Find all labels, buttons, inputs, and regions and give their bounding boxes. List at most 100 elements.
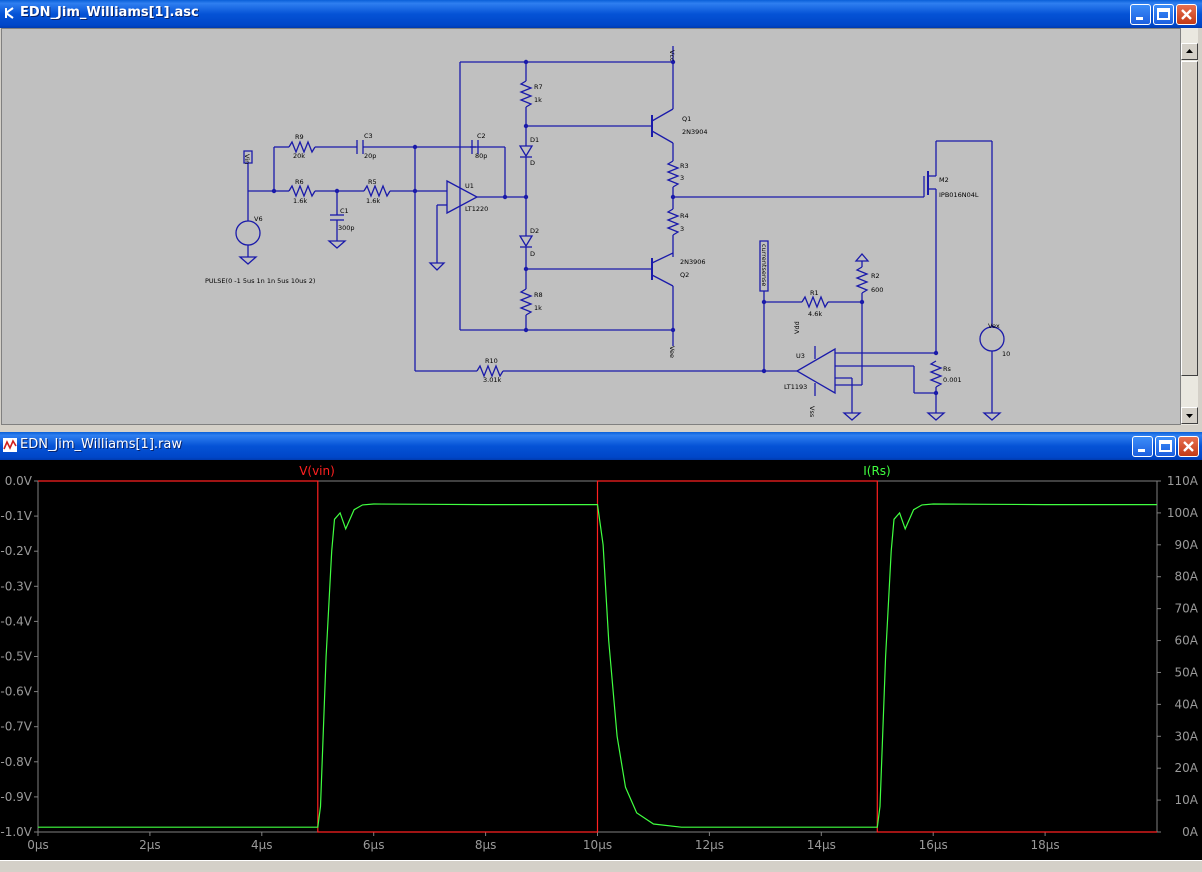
y-right-tick-label: 0A [1182, 825, 1199, 839]
series-line-vin [38, 480, 1157, 833]
waveform-app-icon [3, 438, 17, 452]
y-left-tick-label: -0.5V [0, 650, 32, 664]
m2-label: M2 [939, 176, 949, 184]
r7-resistor [519, 80, 533, 108]
r4-resistor [666, 208, 680, 236]
rs-resistor [929, 360, 943, 388]
waveform-minimize-button[interactable] [1132, 436, 1153, 457]
scroll-down-button[interactable] [1181, 407, 1198, 424]
r5-value: 1.6k [366, 197, 380, 205]
q1-label: Q1 [682, 115, 691, 123]
schematic-drawing: Vcc Vee Vdd Vss Vin Vex currentsense R9 … [205, 46, 1010, 421]
x-tick-label: 18µs [1031, 838, 1060, 852]
y-right-tick-label: 70A [1175, 602, 1199, 616]
series-line-irs [38, 503, 1157, 828]
r3-label: R3 [680, 162, 689, 170]
y-right-tick-label: 10A [1175, 793, 1199, 807]
x-tick-label: 4µs [251, 838, 273, 852]
schematic-vertical-scrollbar[interactable] [1181, 28, 1198, 425]
y-left-tick-label: -0.6V [0, 685, 32, 699]
y-left-tick-label: -0.2V [0, 544, 32, 558]
close-button[interactable] [1176, 4, 1197, 25]
r10-label: R10 [485, 357, 498, 365]
waveform-titlebar[interactable]: EDN_Jim_Williams[1].raw [0, 432, 1202, 460]
r4-label: R4 [680, 212, 689, 220]
waveform-window-title: EDN_Jim_Williams[1].raw [20, 437, 182, 452]
y-right-tick-label: 110A [1167, 474, 1199, 488]
legend-irs: I(Rs) [863, 464, 891, 478]
c3-label: C3 [364, 132, 373, 140]
schematic-window-title: EDN_Jim_Williams[1].asc [20, 5, 199, 20]
r5-resistor [363, 184, 391, 198]
r2-value: 600 [871, 286, 883, 294]
u1-value: LT1220 [465, 205, 488, 213]
x-tick-label: 6µs [363, 838, 385, 852]
c3-value: 20p [364, 152, 376, 160]
y-right-tick-label: 40A [1175, 697, 1199, 711]
y-left-tick-label: -0.9V [0, 790, 32, 804]
r10-resistor [476, 364, 504, 378]
c2-label: C2 [477, 132, 486, 140]
x-tick-label: 8µs [475, 838, 497, 852]
x-tick-label: 14µs [807, 838, 836, 852]
v6-label: V6 [254, 215, 263, 223]
vee-label: Vee [668, 346, 676, 358]
schematic-titlebar[interactable]: EDN_Jim_Williams[1].asc [0, 0, 1202, 28]
r1-label: R1 [810, 289, 819, 297]
c1-value: 300p [338, 224, 355, 232]
q2-value: 2N3906 [680, 258, 706, 266]
waveform-maximize-button[interactable] [1155, 436, 1176, 457]
r4-value: 3 [680, 225, 684, 233]
r9-label: R9 [295, 133, 304, 141]
c2-value: 80p [475, 152, 487, 160]
rs-label: Rs [943, 365, 952, 373]
schematic-window: EDN_Jim_Williams[1].asc [0, 0, 1202, 430]
d1-diode [518, 145, 534, 158]
rs-value: 0.001 [943, 376, 962, 384]
y-left-tick-label: -0.3V [0, 579, 32, 593]
x-tick-label: 16µs [919, 838, 948, 852]
y-right-tick-label: 30A [1175, 729, 1199, 743]
q1-value: 2N3904 [682, 128, 708, 136]
x-tick-label: 2µs [139, 838, 161, 852]
m2-value: IPB016N04L [939, 191, 979, 199]
r3-value: 3 [680, 174, 684, 182]
y-left-tick-label: 0.0V [5, 474, 33, 488]
scroll-thumb[interactable] [1181, 61, 1198, 376]
d2-diode [518, 235, 534, 248]
r7-value: 1k [534, 96, 542, 104]
r6-value: 1.6k [293, 197, 307, 205]
r9-value: 20k [293, 152, 305, 160]
scroll-up-button[interactable] [1181, 43, 1198, 60]
r10-value: 3.01k [483, 376, 501, 384]
legend-vin: V(vin) [299, 464, 335, 478]
vex-label: Vex [988, 322, 1000, 330]
vdd-label: Vdd [793, 321, 801, 334]
y-right-tick-label: 100A [1167, 506, 1199, 520]
r1-resistor [801, 295, 829, 309]
currentsense-flag [759, 240, 769, 292]
r2-label: R2 [871, 272, 880, 280]
y-right-tick-label: 90A [1175, 538, 1199, 552]
d2-label: D2 [530, 227, 539, 235]
y-right-tick-label: 50A [1175, 665, 1199, 679]
vin-net-flag [243, 150, 253, 164]
r5-label: R5 [368, 178, 377, 186]
schematic-app-icon [5, 7, 14, 19]
maximize-button[interactable] [1153, 4, 1174, 25]
pulse-spec: PULSE(0 -1 5us 1n 1n 5us 10us 2) [205, 277, 315, 285]
schematic-canvas[interactable]: Vcc Vee Vdd Vss Vin Vex currentsense R9 … [1, 28, 1181, 425]
status-bar [0, 860, 1202, 872]
y-right-tick-label: 20A [1175, 761, 1199, 775]
vcc-label: Vcc [668, 50, 676, 62]
d1-value: D [530, 159, 535, 167]
waveform-close-button[interactable] [1178, 436, 1199, 457]
y-left-tick-label: -0.7V [0, 720, 32, 734]
y-left-tick-label: -1.0V [0, 825, 32, 839]
u3-label: U3 [796, 352, 805, 360]
v6-source-symbol [235, 220, 261, 246]
minimize-button[interactable] [1130, 4, 1151, 25]
r2-resistor [855, 266, 869, 294]
